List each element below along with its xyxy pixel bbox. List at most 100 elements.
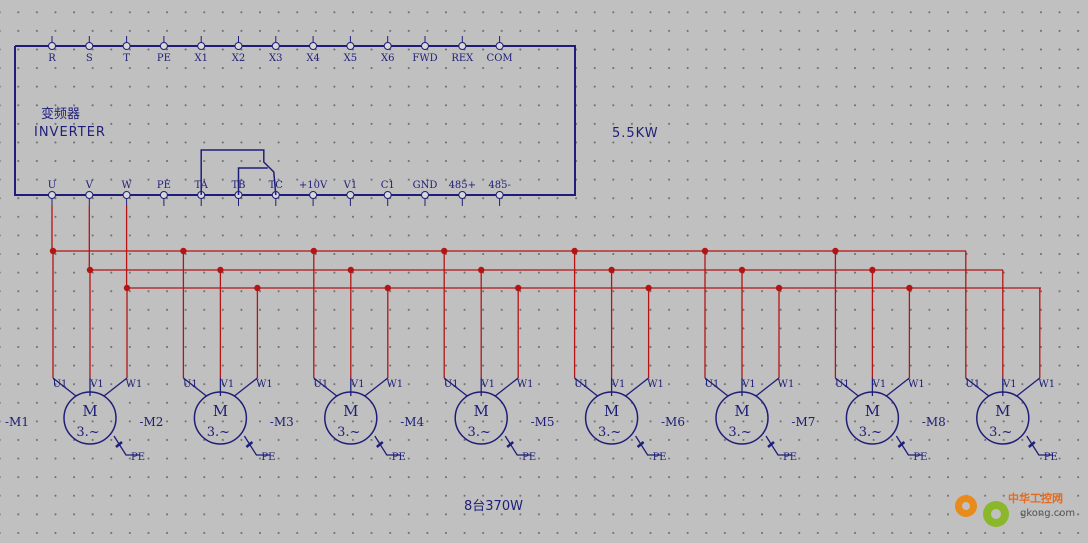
motor-v1-label: V1 [611,379,626,390]
motor-lead [52,377,77,397]
bottom-terminal [122,191,131,199]
top-terminal [234,42,243,50]
bottom-terminal-label: +10V [299,180,328,191]
motor-m-label: M [995,402,1010,420]
pe-mark [115,441,123,448]
motor-symbol [193,391,248,445]
motor-v1-label: V1 [872,379,887,390]
motor-lead [182,377,207,397]
motor-v1-label: V1 [220,379,235,390]
pe-lead [374,435,401,456]
motor-m-label: M [604,402,619,420]
junction-dot [384,284,391,292]
pe-lead [504,435,532,456]
junction-dot [906,284,913,292]
bottom-terminal [159,191,168,199]
motor-phase-label: 3.~ [989,425,1012,440]
motor-m-label: M [474,402,489,420]
top-terminal-label: X3 [269,53,282,64]
pe-lead [635,435,662,456]
motor-pe-label: PE [913,452,927,463]
motor-lead [364,377,389,397]
top-terminal [85,42,94,50]
motor-u1-label: U1 [183,379,198,390]
motor-pe-label: PE [653,452,667,463]
motor-pe-label: PE [783,452,797,463]
bottom-terminal-label: V1 [343,180,358,191]
inverter-label-cn: 变频器 [41,106,80,122]
motor-phase-label: 3.~ [76,425,99,440]
pe-lead [243,435,271,456]
motor-symbol [324,391,378,445]
motor-u1-label: U1 [313,379,328,390]
top-terminal-label: X6 [381,53,394,64]
pe-lead [113,435,140,456]
motor-phase-label: 3.~ [728,425,751,440]
top-terminal-label: X1 [194,53,207,64]
motor-tag: -M1 [5,415,29,429]
top-terminal-label: X2 [232,53,245,64]
junction-dot [180,247,187,255]
motor-symbol [63,391,117,445]
motor-lead [1016,377,1041,397]
labels: 变频器 INVERTER 5.5KW 8台370W [34,106,658,514]
motor-v1-label: V1 [1002,379,1017,390]
relay-contact-ta [200,149,277,196]
junction-dot [49,247,57,255]
watermark-url: gkong.com [1020,508,1075,519]
motor-phase-label: 3.~ [207,425,230,440]
inverter-label-en: INVERTER [34,125,106,140]
motor-m-label: M [82,402,97,420]
motor-u1-label: U1 [444,379,459,390]
top-terminal [383,42,392,50]
bottom-terminal-label: GND [413,180,438,191]
pe-mark [897,441,906,448]
bottom-terminal-label: 485+ [449,180,476,191]
top-terminal [48,42,56,50]
pe-mark [636,441,645,448]
pe-mark [245,441,254,448]
motor-phase-label: 3.~ [337,425,360,440]
motor-lead [755,377,780,397]
motor-tag: -M3 [270,415,294,429]
motor-u1-label: U1 [574,379,589,390]
bottom-terminal [346,191,355,199]
watermark-brand: 中华工控网 [1008,491,1063,505]
junction-dot [310,247,317,255]
motor-symbol [584,391,639,445]
top-terminal [458,42,467,50]
bottom-terminal [421,191,429,199]
motor-lead [834,377,859,397]
junction-dot [347,266,354,274]
motor-m-label: M [734,402,749,420]
top-terminal-label: X4 [306,53,319,64]
junction-dot [775,284,783,292]
junction-dot [515,284,522,292]
pe-lead [1026,435,1053,456]
gear-icon [983,501,1009,527]
bottom-terminal [309,191,318,199]
bottom-terminal-label: TC [269,180,284,191]
bottom-terminal-label: U [48,180,56,191]
motor-v1-label: V1 [89,379,104,390]
gear-icon [955,495,977,517]
top-terminal-label: S [86,53,93,64]
motor-symbol [976,391,1030,445]
motor-pe-label: PE [522,452,536,463]
junction-dot [254,284,261,292]
motor-v1-label: V1 [741,379,756,390]
motor-group-caption: 8台370W [464,499,523,514]
pe-mark [506,441,515,448]
motor-v1-label: V1 [480,379,495,390]
motor-m-label: M [213,402,228,420]
motor-tag: -M7 [791,415,815,429]
gkong-logo: 中华工控网 gkong.com [955,491,1075,527]
motor-w1-label: W1 [256,379,273,390]
